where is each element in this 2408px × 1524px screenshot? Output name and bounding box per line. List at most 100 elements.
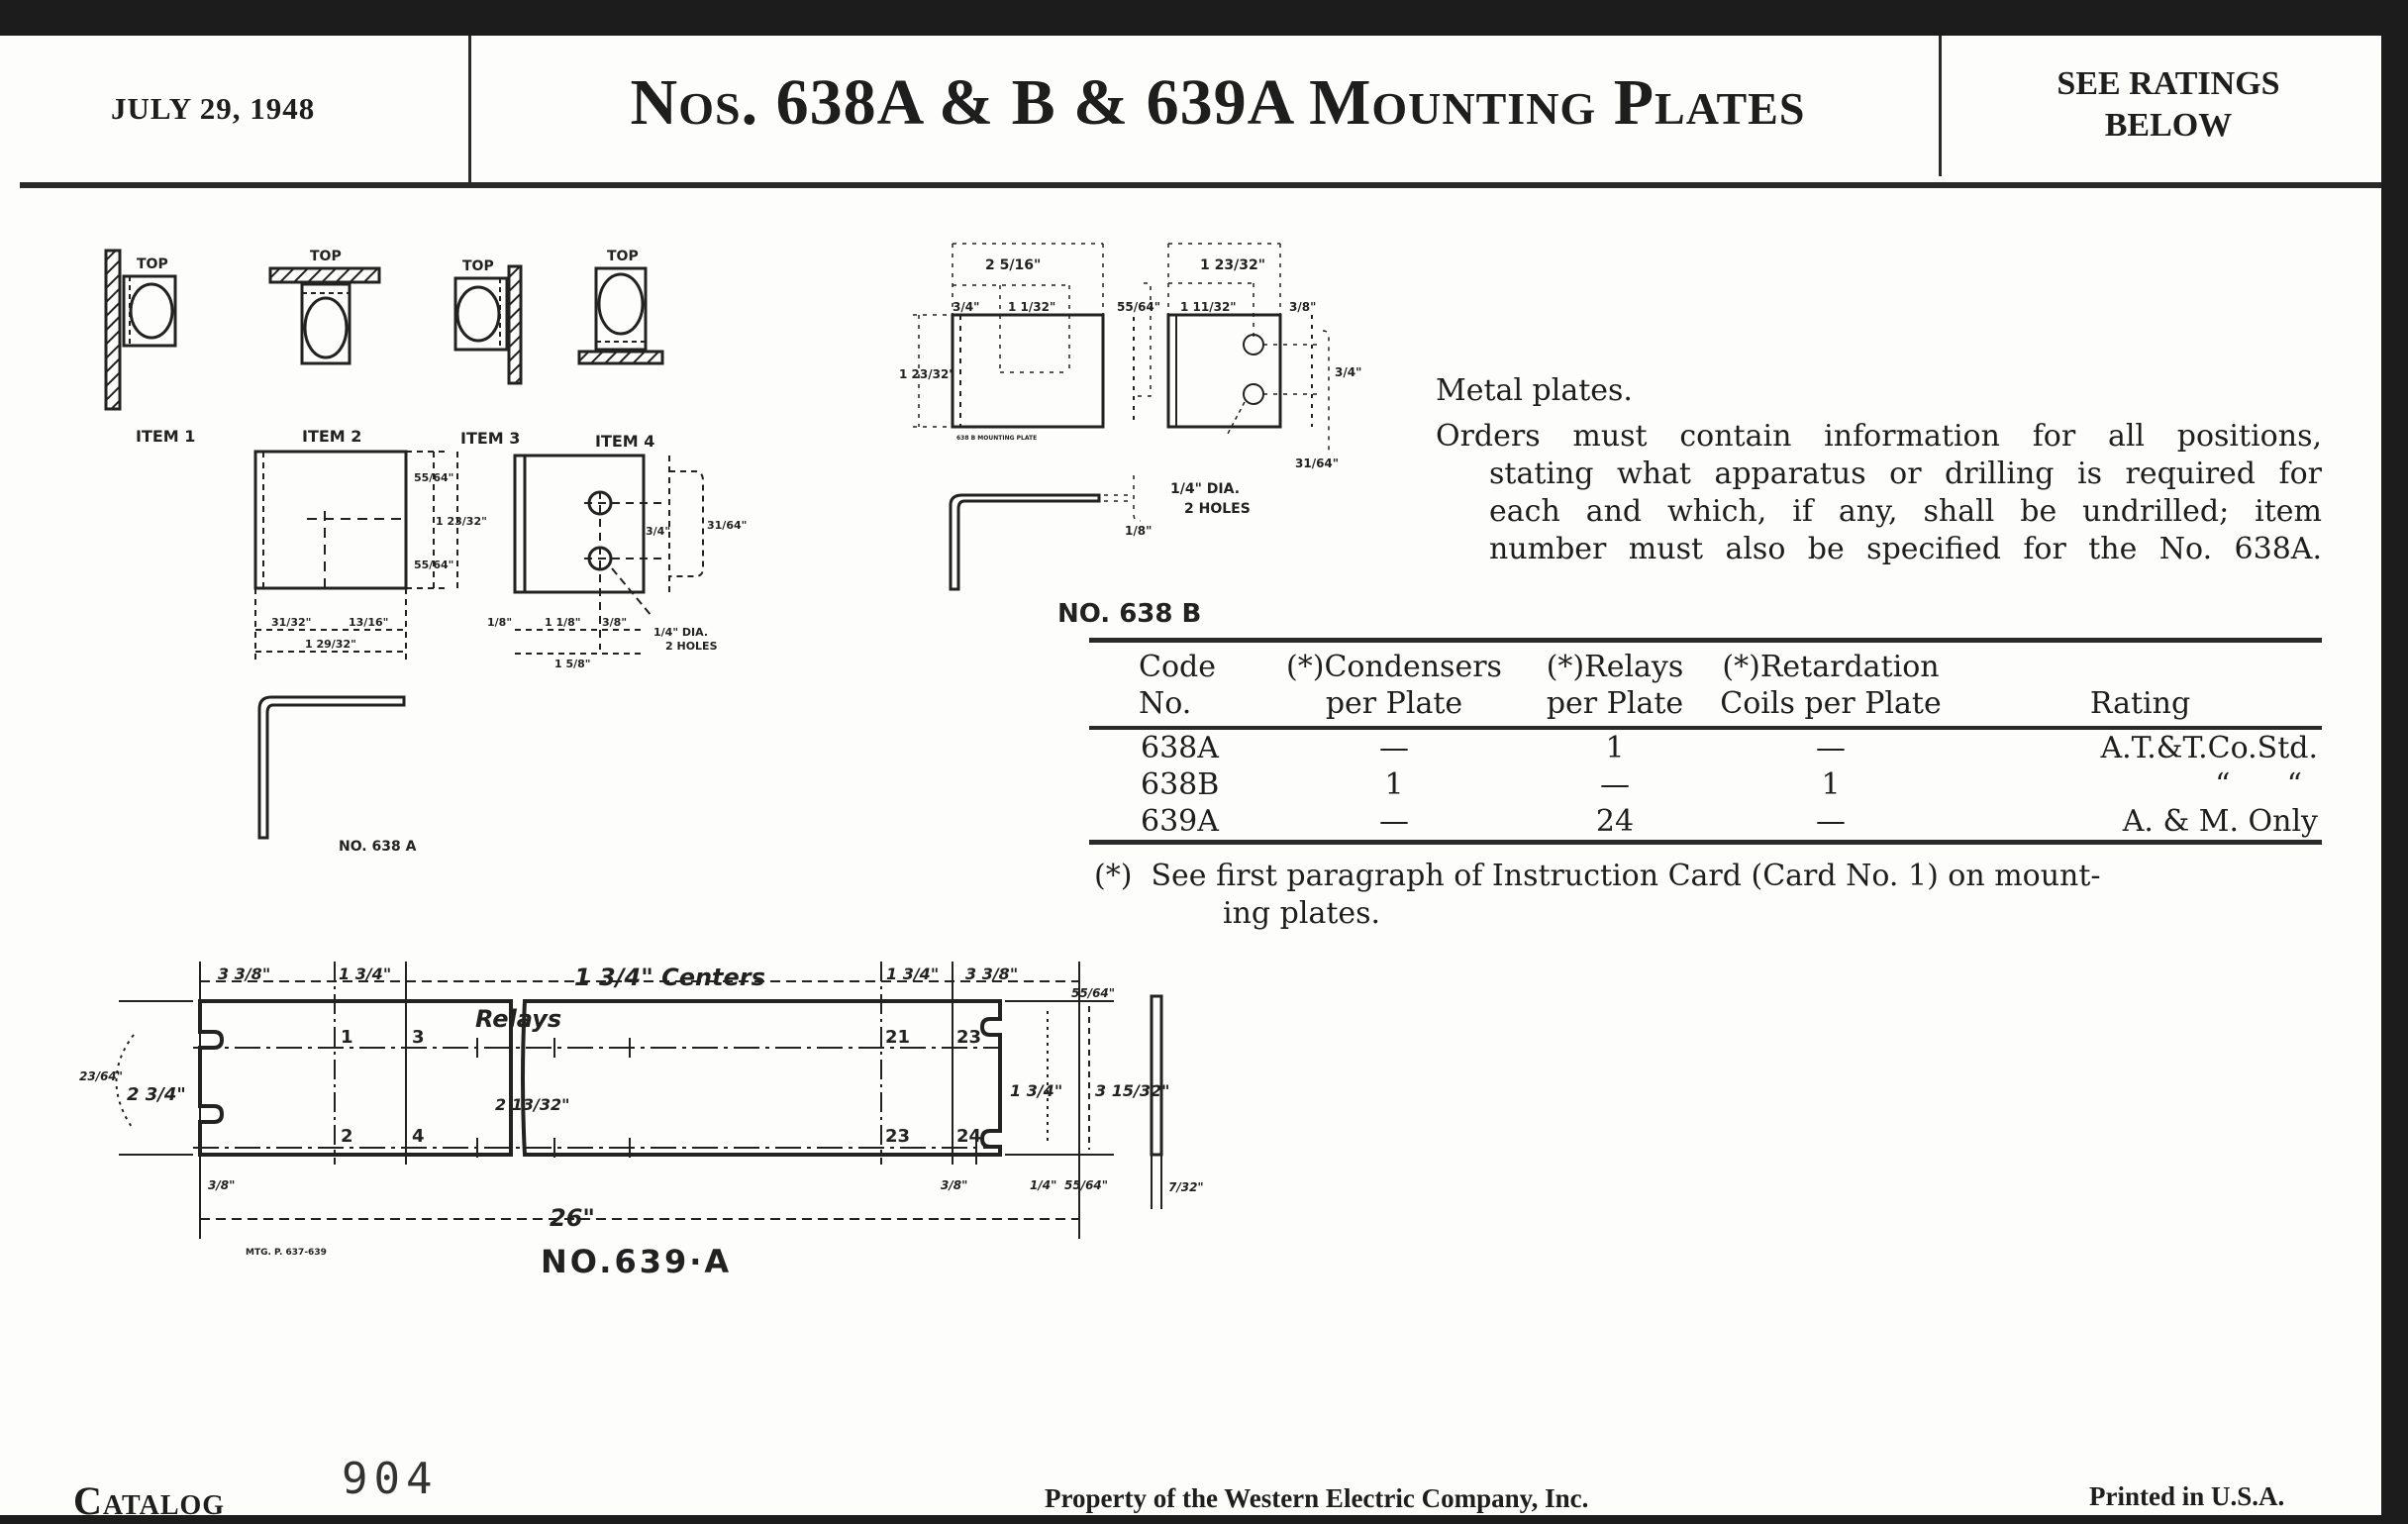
638a-dim-hole-left: 1/8" bbox=[487, 616, 512, 629]
638a-dim-h-total: 1 23/32" bbox=[436, 515, 487, 528]
638b-hole-note-1: 1/4" DIA. bbox=[1170, 481, 1240, 497]
position-number: 23 bbox=[956, 1027, 981, 1048]
638a-dim-hole-right: 3/8" bbox=[602, 616, 627, 629]
item-1-label: ITEM 1 bbox=[136, 427, 195, 446]
638a-side-view bbox=[513, 454, 646, 594]
footnote-line-2: ing plates. bbox=[1223, 896, 1381, 931]
638b-dim-left-offset: 3/4" bbox=[953, 300, 979, 314]
position-number: 3 bbox=[412, 1027, 425, 1048]
638a-dim-h-top: 55/64" bbox=[414, 471, 453, 484]
position-number: 1 bbox=[341, 1027, 353, 1048]
639a-caption: NO.639·A bbox=[541, 1243, 732, 1280]
638b-dim-mid-h: 55/64" bbox=[1117, 300, 1160, 314]
638a-hole-note-1: 1/4" DIA. bbox=[653, 626, 708, 639]
table-row: 638B 1 — 1 “ “ bbox=[1141, 767, 2302, 802]
no-638b-drawing: 2 5/16" 3/4" 1 1/32" 1 23/32" 55/64" 1 2… bbox=[899, 243, 1361, 624]
description-intro: Metal plates. bbox=[1436, 373, 1633, 408]
638b-dim-overall-w: 2 5/16" bbox=[985, 257, 1041, 273]
printed-notice: Printed in U.S.A. bbox=[2089, 1481, 2285, 1511]
638a-dim-w-total: 1 29/32" bbox=[305, 638, 356, 651]
item-3-label: ITEM 3 bbox=[460, 429, 520, 448]
639a-dim-length: 26" bbox=[550, 1204, 595, 1232]
638a-dim-hole-mid: 1 1/8" bbox=[545, 616, 581, 629]
639a-dim-height: 3 15/32" bbox=[1095, 1081, 1169, 1100]
position-number: 4 bbox=[412, 1126, 425, 1147]
issue-date: JULY 29, 1948 bbox=[111, 91, 316, 126]
header-divider-right bbox=[1939, 36, 1942, 176]
property-notice: Property of the Western Electric Company… bbox=[1045, 1483, 1589, 1513]
638b-dim-center-span: 1 1/32" bbox=[1008, 300, 1055, 314]
639a-drawing-ref: MTG. P. 637-639 bbox=[246, 1248, 327, 1258]
footnote-line-1: (*) See first paragraph of Instruction C… bbox=[1094, 859, 2101, 893]
638b-dim-thickness: 1/8" bbox=[1125, 524, 1152, 538]
ratings-note: SEE RATINGS BELOW bbox=[1956, 63, 2381, 147]
638b-hole-note-2: 2 HOLES bbox=[1184, 501, 1251, 517]
description-line-4: number must also be specified for the No… bbox=[1489, 532, 2322, 566]
item-4-label: ITEM 4 bbox=[595, 432, 654, 451]
ratings-note-line-2: BELOW bbox=[2104, 107, 2233, 144]
638a-dim-w-right: 13/16" bbox=[349, 616, 388, 629]
638b-dim-side-edge: 3/8" bbox=[1289, 300, 1316, 314]
638a-dim-hole-total: 1 5/8" bbox=[554, 658, 591, 670]
position-number: 2 bbox=[341, 1126, 353, 1147]
description-paragraph: Orders must contain information for all … bbox=[1436, 418, 2322, 568]
639a-plate-left bbox=[198, 999, 513, 1157]
catalog-card: JULY 29, 1948 Nos. 638A & B & 639A Mount… bbox=[0, 36, 2381, 1523]
639a-dim-end-right: 3 3/8" bbox=[965, 965, 1018, 983]
ratings-note-line-1: SEE RATINGS bbox=[2057, 65, 2280, 102]
no-638a-drawing: 55/64" 55/64" 1 23/32" 31/32" 13/16" 1 2… bbox=[253, 450, 747, 855]
639a-dim-thickness: 7/32" bbox=[1168, 1180, 1204, 1194]
item-2-figure: TOP ITEM 2 bbox=[268, 249, 381, 446]
638b-dim-height: 1 23/32" bbox=[899, 367, 955, 381]
638a-hole-note-2: 2 HOLES bbox=[665, 640, 718, 653]
638b-side-view bbox=[1166, 313, 1282, 429]
639a-end-view bbox=[1150, 994, 1163, 1157]
item-2-top-label: TOP bbox=[310, 249, 342, 264]
position-number: 21 bbox=[885, 1027, 910, 1048]
638a-caption: NO. 638 A bbox=[339, 839, 417, 855]
639a-dim-row-spacing: 2 3/4" bbox=[127, 1084, 186, 1105]
header-rule bbox=[20, 182, 2381, 188]
item-3-top-label: TOP bbox=[462, 258, 494, 274]
item-1-top-label: TOP bbox=[137, 256, 168, 272]
638a-front-view bbox=[253, 450, 408, 590]
639a-dim-slot-right: 3/8" bbox=[941, 1178, 967, 1192]
638b-hole-bottom bbox=[1243, 383, 1264, 405]
639a-centers-label: 1 3/4" Centers bbox=[574, 964, 765, 991]
wall-hatch-1 bbox=[104, 249, 122, 411]
638b-dim-side-w: 1 23/32" bbox=[1200, 257, 1265, 273]
639a-dim-edge-bot: 55/64" bbox=[1064, 1178, 1108, 1192]
col-header-rating: Rating bbox=[2089, 686, 2191, 721]
638a-profile bbox=[257, 695, 406, 840]
639a-dim-edge-top: 55/64" bbox=[1071, 986, 1115, 1000]
header-divider-left bbox=[468, 36, 471, 184]
table-row: 638A — 1 — A.T.&T.Co.Std. bbox=[1141, 731, 2318, 765]
description-line-3: each and which, if any, shall be undrill… bbox=[1489, 494, 2322, 529]
638b-dim-side-hole: 1 11/32" bbox=[1180, 300, 1237, 314]
639a-relays-label: Relays bbox=[475, 1005, 561, 1033]
description-line-2: stating what apparatus or drilling is re… bbox=[1489, 457, 2322, 491]
638b-dim-hole-spacing: 3/4" bbox=[1335, 365, 1361, 379]
638b-dim-hole-edge: 31/64" bbox=[1295, 457, 1339, 470]
item-1-figure: TOP ITEM 1 bbox=[104, 249, 195, 446]
639a-dim-row-inner: 1 3/4" bbox=[1010, 1081, 1062, 1100]
position-number: 24 bbox=[956, 1126, 981, 1147]
page-title: Nos. 638A & B & 639A Mounting Plates bbox=[630, 66, 1806, 139]
no-639a-drawing: 3 3/8" 1 3/4" 1 3/4" Centers 1 3/4" 3 3/… bbox=[79, 962, 1204, 1280]
position-number: 23 bbox=[885, 1126, 910, 1147]
639a-dim-slot-offset: 23/64" bbox=[79, 1069, 123, 1083]
638a-dim-hole-edge: 31/64" bbox=[707, 519, 747, 532]
mounting-items-diagram: TOP ITEM 1 TOP ITEM 2 TOP ITEM 3 bbox=[104, 249, 664, 451]
638a-dim-h-bot: 55/64" bbox=[414, 559, 453, 571]
table-footnote: (*) See first paragraph of Instruction C… bbox=[1094, 858, 2322, 933]
638b-front-view bbox=[951, 313, 1105, 429]
639a-plate-right bbox=[521, 999, 1002, 1157]
catalog-label: Catalog bbox=[73, 1478, 226, 1523]
638a-dim-w-left: 31/32" bbox=[271, 616, 311, 629]
638b-caption: NO. 638 B bbox=[1057, 599, 1201, 624]
639a-dim-slot-w: 3/8" bbox=[208, 1178, 235, 1192]
catalog-number: 904 bbox=[342, 1454, 439, 1504]
table-row: 639A — 24 — A. & M. Only bbox=[1089, 803, 2322, 843]
